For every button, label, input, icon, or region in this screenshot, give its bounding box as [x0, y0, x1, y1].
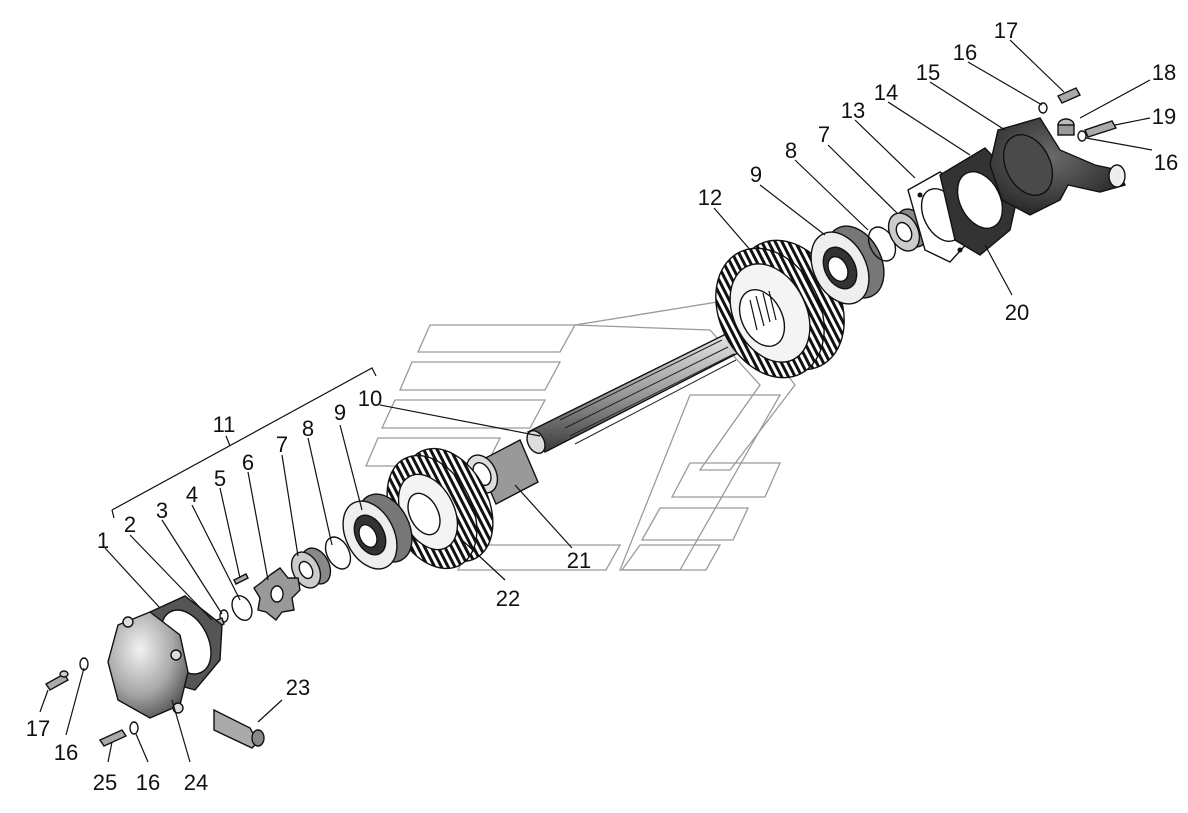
label-9-left: 9	[334, 400, 346, 425]
label-19: 19	[1152, 104, 1176, 129]
label-17-bottom: 17	[26, 716, 50, 741]
leader-lines	[39, 39, 1153, 763]
part-labels: 11 1 2 3 4 5 6 7 8 9 10 12 9 8 7 13 14 1…	[26, 18, 1178, 795]
label-17-top: 17	[994, 18, 1018, 43]
label-13: 13	[841, 98, 865, 123]
washer-16-right	[1077, 130, 1087, 142]
label-16-bottom-b: 16	[136, 770, 160, 795]
label-23: 23	[286, 675, 310, 700]
bearing-9-left	[342, 493, 413, 570]
label-14: 14	[874, 80, 898, 105]
label-11: 11	[213, 412, 236, 437]
bolt-17-bottom	[44, 670, 70, 691]
label-7-right: 7	[818, 122, 830, 147]
label-1: 1	[97, 528, 109, 553]
label-20: 20	[1005, 300, 1029, 325]
bolt-19	[1084, 120, 1118, 138]
label-24: 24	[184, 770, 208, 795]
washer-16-bottom-b	[129, 721, 139, 735]
bolt-17-top	[1057, 87, 1081, 104]
label-16-right: 16	[1154, 150, 1178, 175]
washer-16-top	[1038, 102, 1048, 114]
fitting-23	[213, 708, 265, 749]
label-5: 5	[214, 466, 226, 491]
label-10: 10	[358, 386, 382, 411]
label-3: 3	[156, 498, 168, 523]
label-8-right: 8	[785, 138, 797, 163]
label-9-right: 9	[750, 162, 762, 187]
gear-12	[715, 239, 845, 379]
label-12: 12	[698, 185, 722, 210]
label-15: 15	[916, 60, 940, 85]
plug-18	[1057, 118, 1075, 136]
label-22: 22	[496, 586, 520, 611]
gear-22	[386, 447, 494, 570]
label-6: 6	[242, 450, 254, 475]
bolt-25	[98, 729, 128, 747]
splined-shaft	[526, 333, 742, 454]
label-18: 18	[1152, 60, 1176, 85]
label-16-top: 16	[953, 40, 977, 65]
pin-5	[233, 573, 249, 585]
label-25: 25	[93, 770, 117, 795]
lock-washer-6	[253, 567, 301, 621]
cap-24	[107, 611, 189, 719]
group-bracket-11	[111, 367, 377, 519]
bearing-9-right	[810, 225, 885, 305]
label-4: 4	[186, 482, 198, 507]
label-8-left: 8	[302, 416, 314, 441]
washer-4	[231, 595, 253, 621]
label-21: 21	[567, 548, 591, 573]
housing-15	[989, 117, 1126, 216]
label-7-left: 7	[276, 432, 288, 457]
label-2: 2	[124, 512, 136, 537]
label-16-bottom-a: 16	[54, 740, 78, 765]
